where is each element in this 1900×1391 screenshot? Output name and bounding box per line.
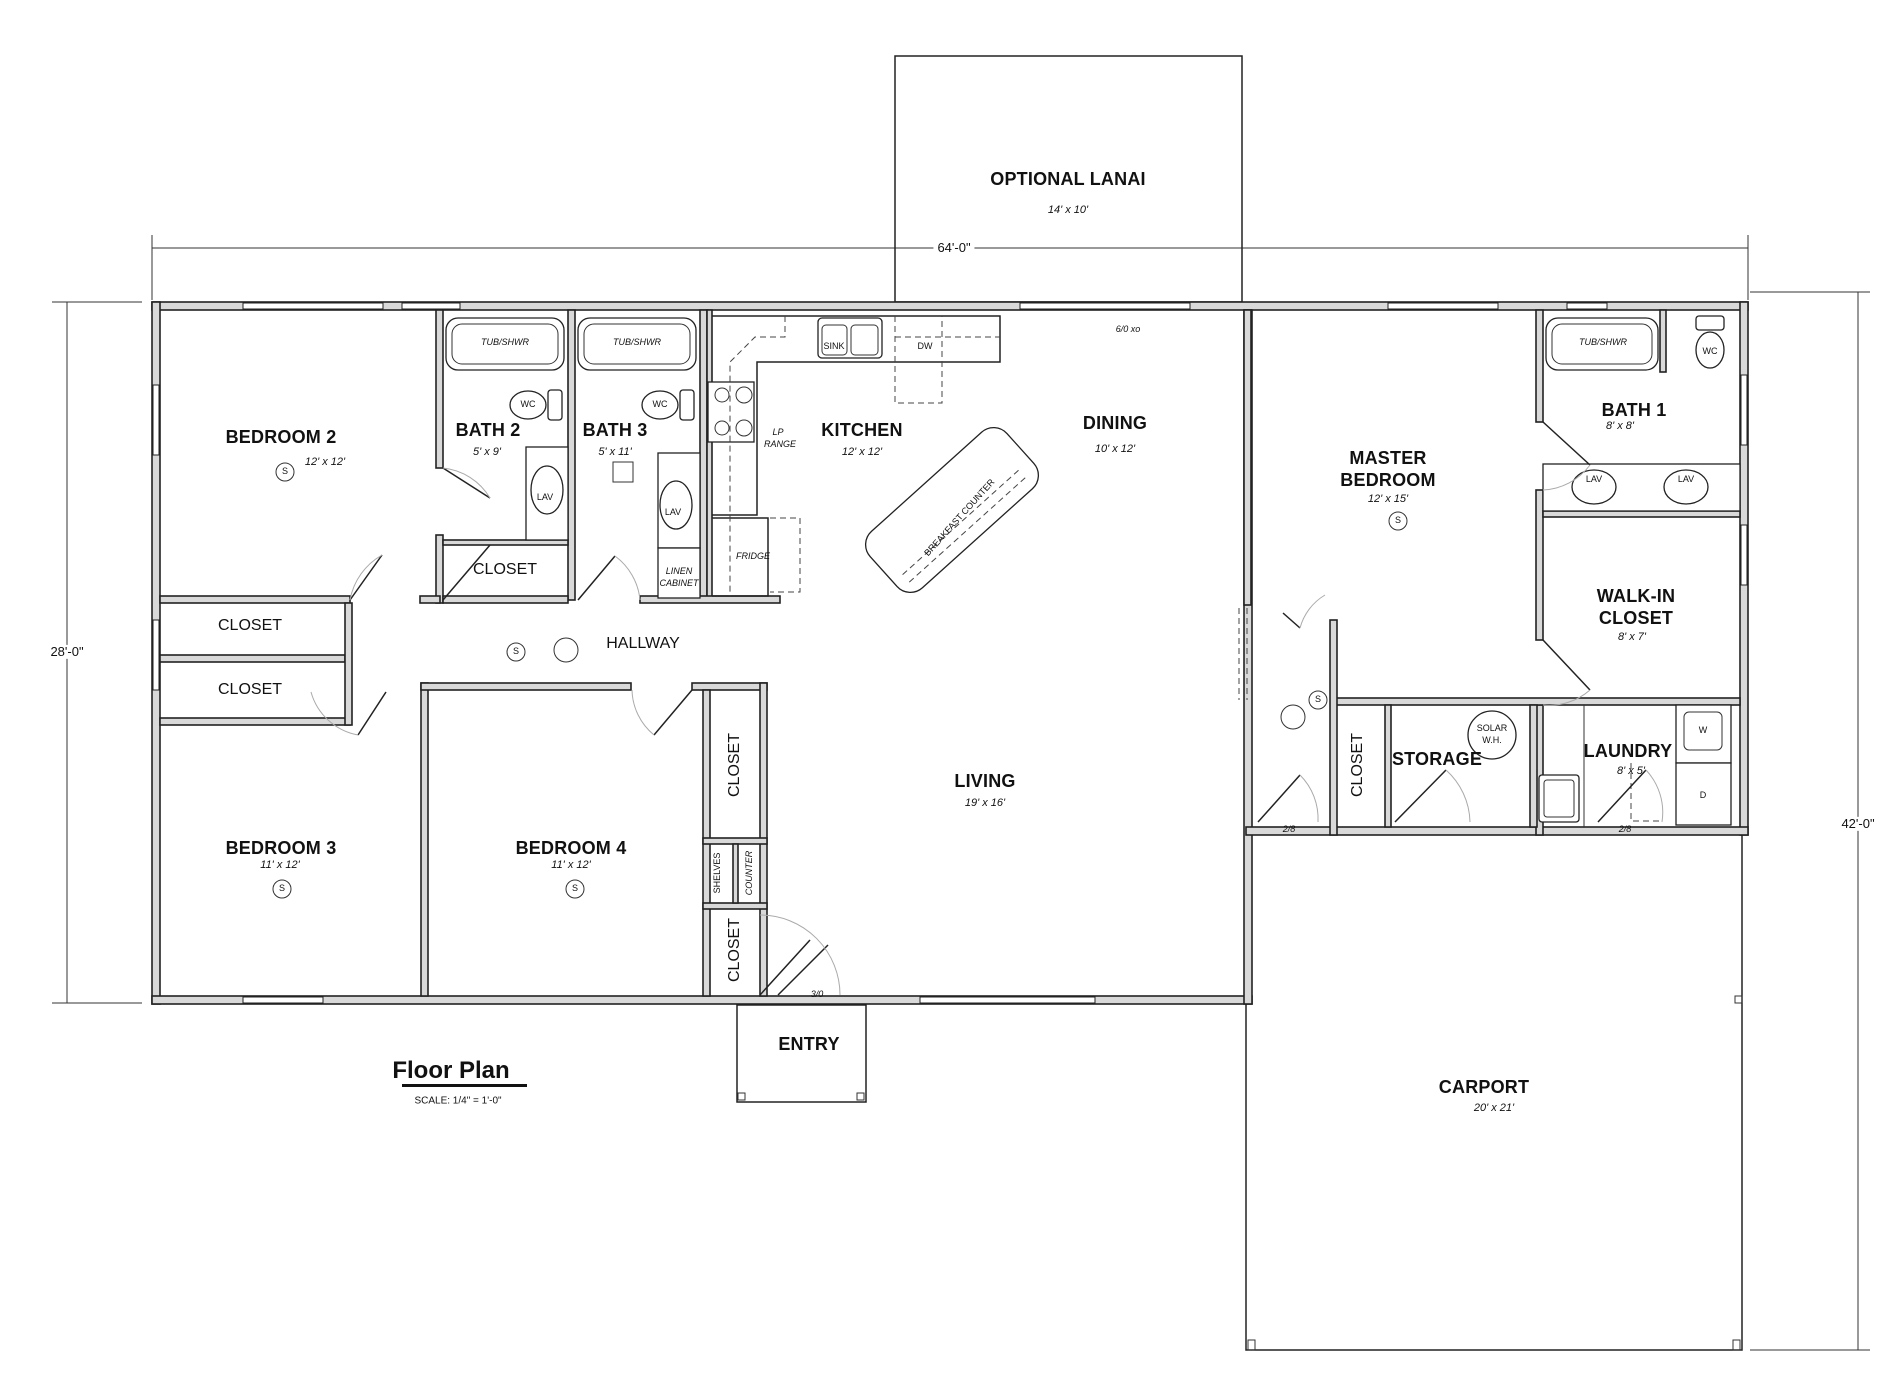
kitchen-counters [707, 315, 1001, 597]
closet-label-bath: CLOSET [472, 561, 538, 579]
light-fixtures [553, 637, 1306, 730]
room-label-master-1: MASTER [1349, 448, 1427, 469]
smoke-detector-icon: S [571, 883, 579, 894]
room-size-bath3: 5' x 11' [598, 445, 632, 458]
smoke-detector-icon: S [1394, 515, 1402, 526]
smoke-detector-icon: S [512, 646, 520, 657]
room-label-bath2: BATH 2 [455, 420, 521, 441]
room-label-laundry: LAUNDRY [1583, 741, 1673, 762]
room-size-bath2: 5' x 9' [472, 445, 502, 458]
plan-title: Floor Plan [392, 1056, 510, 1084]
smoke-detector-icon: S [278, 883, 286, 894]
closet-label-hall-1: CLOSET [217, 617, 283, 635]
room-size-living: 19' x 16' [964, 796, 1006, 809]
utility-door-label: 2/8 [1282, 824, 1296, 835]
water-heater-icon [1467, 710, 1517, 760]
room-size-laundry: 8' x 5' [1616, 764, 1646, 777]
toilets [509, 315, 1725, 421]
door-swings [310, 421, 1664, 996]
room-label-hallway: HALLWAY [606, 635, 680, 653]
room-label-bath3: BATH 3 [582, 420, 648, 441]
smoke-detector-icon: S [281, 466, 289, 477]
room-size-carport: 20' x 21' [1473, 1101, 1515, 1114]
room-size-kitchen: 12' x 12' [841, 445, 883, 458]
tub-label-bath3: TUB/SHWR [613, 337, 661, 348]
lav-counters [525, 446, 1741, 599]
room-size-lanai: 14' x 10' [1047, 203, 1089, 216]
wc-label-bath1: WC [1702, 346, 1718, 357]
dw-label: DW [917, 341, 933, 352]
room-size-bedroom4: 11' x 12' [551, 858, 591, 871]
entry-porch [736, 1004, 867, 1103]
room-label-dining: DINING [1082, 413, 1148, 434]
lav-label-bath1-b: LAV [1677, 474, 1695, 485]
linen-label-1: LINEN [665, 566, 693, 577]
room-label-lanai: OPTIONAL LANAI [990, 169, 1146, 190]
room-size-bedroom2: 12' x 12' [304, 455, 346, 468]
room-label-walkin-2: CLOSET [1598, 608, 1674, 629]
room-label-kitchen: KITCHEN [821, 420, 903, 441]
left-depth-dimension: 28'-0" [46, 644, 88, 660]
lav-label-bath3: LAV [664, 507, 682, 518]
room-label-bedroom4: BEDROOM 4 [515, 838, 627, 859]
interior-walls [159, 309, 1741, 997]
shelves-label: SHELVES [712, 852, 723, 894]
linen-label-2: CABINET [659, 578, 699, 589]
plan-scale: SCALE: 1/4" = 1'-0" [414, 1095, 502, 1107]
fridge-outline [712, 517, 769, 597]
tub-label-bath1: TUB/SHWR [1579, 337, 1627, 348]
lav-label-bath1-a: LAV [1585, 474, 1603, 485]
range-label-2: RANGE [763, 439, 797, 450]
range-label-1: LP [772, 427, 784, 438]
solar-wh-label-1: SOLAR [1476, 723, 1508, 734]
solar-wh-label-2: W.H. [1482, 735, 1502, 746]
smoke-detector-icon: S [1314, 694, 1322, 705]
room-size-walkin: 8' x 7' [1617, 630, 1647, 643]
room-label-storage: STORAGE [1391, 749, 1483, 770]
title-underline [402, 1084, 527, 1087]
counter-label: COUNTER [744, 850, 755, 896]
room-label-walkin-1: WALK-IN [1596, 586, 1676, 607]
entry-door-label: 3/0 [810, 989, 824, 1000]
lav-label-bath2: LAV [536, 492, 554, 503]
closet-label-entry: CLOSET [726, 917, 744, 983]
range-icon [707, 381, 755, 443]
fridge-label: FRIDGE [735, 551, 771, 562]
exhaust-fan-icon [612, 461, 634, 483]
exterior-walls [151, 301, 1749, 1005]
room-size-bath1: 8' x 8' [1605, 419, 1635, 432]
closet-label-hall-2: CLOSET [217, 681, 283, 699]
sink-label: SINK [823, 341, 845, 352]
laundry-appliances [1538, 704, 1732, 827]
tub-label-bath2: TUB/SHWR [481, 337, 529, 348]
smoke-detectors [272, 462, 1408, 899]
dimension-lines [52, 235, 1870, 1351]
room-label-bath1: BATH 1 [1601, 400, 1667, 421]
closet-label-bedroom4: CLOSET [726, 732, 744, 798]
room-size-master: 12' x 15' [1367, 492, 1409, 505]
width-dimension: 64'-0" [933, 240, 975, 256]
room-label-bedroom2: BEDROOM 2 [225, 427, 337, 448]
sink-icon [817, 317, 883, 359]
wc-label-bath2: WC [520, 399, 536, 410]
room-size-dining: 10' x 12' [1094, 442, 1136, 455]
room-label-master-2: BEDROOM [1340, 470, 1436, 491]
dryer-label: D [1699, 790, 1707, 801]
room-label-entry: ENTRY [778, 1034, 840, 1055]
laundry-door-label: 2/8 [1618, 824, 1632, 835]
room-label-bedroom3: BEDROOM 3 [225, 838, 337, 859]
wc-label-bath3: WC [652, 399, 668, 410]
breakfast-counter [864, 426, 1040, 594]
slider-door-label: 6/0 xo [1115, 324, 1141, 335]
room-size-bedroom3: 11' x 12' [260, 858, 300, 871]
tubs [445, 317, 1659, 371]
washer-label: W [1698, 725, 1708, 736]
right-depth-dimension: 42'-0" [1837, 816, 1879, 832]
room-label-living: LIVING [954, 771, 1016, 792]
room-label-carport: CARPORT [1438, 1077, 1530, 1098]
carport-outline [1245, 835, 1743, 1351]
closet-label-utility: CLOSET [1349, 732, 1367, 798]
